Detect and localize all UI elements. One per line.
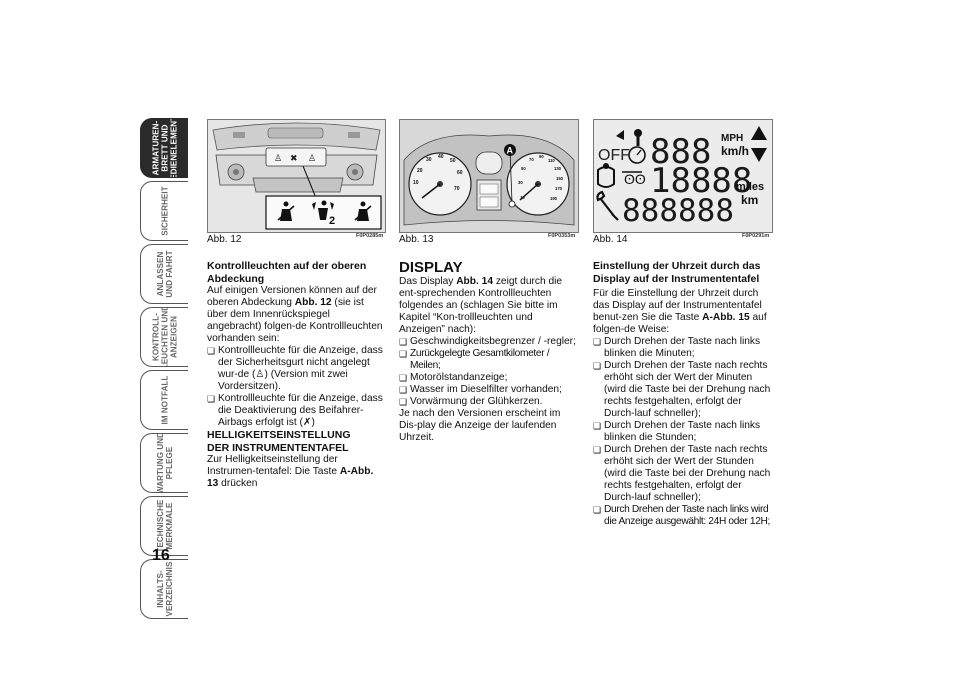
right-gauge-tick: 30 bbox=[518, 180, 523, 185]
off-label: OFF bbox=[598, 147, 630, 164]
svg-text:♙: ♙ bbox=[274, 153, 282, 163]
paragraph: Je nach den Versionen erscheint im Dis-p… bbox=[399, 408, 561, 443]
figure-13-instrument-cluster: 20 30 40 50 60 70 10 10 30 50 70 90 110 … bbox=[399, 119, 579, 233]
trip-digits: 888888 bbox=[622, 193, 734, 229]
figure-14-caption: Abb. 14 bbox=[593, 234, 628, 245]
tab-sicherheit[interactable]: SICHERHEIT bbox=[140, 181, 188, 241]
page-number: 16 bbox=[152, 547, 170, 564]
right-gauge-tick: 10 bbox=[520, 195, 525, 200]
figure-12-caption: Abb. 12 bbox=[207, 234, 242, 245]
left-gauge-tick: 10 bbox=[413, 180, 419, 186]
unit-kmh: km/h bbox=[721, 144, 749, 158]
tab-label: INHALTS- VERZEICHNIS bbox=[155, 561, 174, 617]
figure-14-code: F0P0291m bbox=[742, 233, 770, 239]
figure-14-display: OFF 888 MPH km/h ʘʘ 18888 miles km 88888… bbox=[593, 119, 773, 233]
tab-label: TECHNISCHE MERKMALE bbox=[155, 499, 174, 553]
section-heading: Einstellung der Uhrzeit durch das Displa… bbox=[593, 260, 761, 285]
column-kontrollleuchten: Kontrollleuchten auf der oberen Abdeckun… bbox=[207, 260, 387, 490]
list-item: Vorwärmung der Glühkerzen. bbox=[399, 396, 579, 408]
bullet-item: Kontrollleuchte für die Anzeige, dass de… bbox=[207, 345, 387, 393]
list-item: Durch Drehen der Taste nach links wird d… bbox=[593, 504, 773, 528]
right-gauge-tick: 70 bbox=[529, 157, 534, 162]
figure-12-code: F0P0285m bbox=[356, 233, 384, 239]
list-item: Durch Drehen der Taste nach links blinke… bbox=[593, 420, 773, 444]
tab-kontrollleuchten[interactable]: KONTROLL- LEUCHTEN UND ANZEIGEN bbox=[140, 307, 188, 367]
tab-label: KONTROLL- LEUCHTEN UND ANZEIGEN bbox=[151, 307, 178, 367]
left-gauge-tick: 60 bbox=[457, 170, 463, 176]
odometer-digits: 18888 bbox=[650, 161, 752, 201]
chapter-tab-column: ARMATUREN- BRETT UND BEDIENELEMENTE SICH… bbox=[140, 118, 188, 622]
section-heading: Kontrollleuchten auf der oberen Abdeckun… bbox=[207, 260, 367, 285]
figure-reference: Abb. 12 bbox=[294, 297, 332, 308]
seatbelt-icon: ♙ bbox=[255, 369, 265, 380]
svg-text:♙: ♙ bbox=[308, 153, 316, 163]
right-gauge-tick: 110 bbox=[548, 158, 555, 163]
unit-mph: MPH bbox=[721, 133, 743, 144]
glow-plug-icon: ʘʘ bbox=[624, 171, 646, 187]
tab-label: SICHERHEIT bbox=[160, 186, 169, 236]
svg-text:✖: ✖ bbox=[290, 153, 298, 163]
left-gauge-tick: 50 bbox=[450, 158, 456, 164]
figure-reference: Abb. 14 bbox=[456, 276, 493, 287]
tab-label: ARMATUREN- BRETT UND BEDIENELEMENTE bbox=[151, 118, 178, 178]
right-gauge-tick: 50 bbox=[521, 166, 526, 171]
section-heading: DISPLAY bbox=[399, 259, 463, 276]
right-gauge-tick: 90 bbox=[539, 154, 544, 159]
right-gauge-tick: 190 bbox=[550, 196, 558, 201]
bullet-item: Kontrollleuchte für die Anzeige, dass di… bbox=[207, 393, 387, 429]
airbag-icon-label: 2 bbox=[329, 215, 335, 227]
paragraph: Für die Einstellung der Uhrzeit durch da… bbox=[593, 288, 767, 335]
overhead-panel-drawing: ♙ ✖ ♙ 2 bbox=[208, 120, 385, 232]
column-display: DISPLAY Das Display Abb. 14 zeigt durch … bbox=[399, 260, 579, 444]
tab-label: ANLASSEN UND FAHRT bbox=[155, 250, 174, 298]
figure-13-caption: Abb. 13 bbox=[399, 234, 434, 245]
tab-anlassen[interactable]: ANLASSEN UND FAHRT bbox=[140, 244, 188, 304]
list-item: Geschwindigkeitsbegrenzer / -regler; bbox=[399, 336, 579, 348]
paragraph: Zur Helligkeitseinstellung der Instrumen… bbox=[207, 454, 374, 489]
figure-12-overhead-panel: ♙ ✖ ♙ 2 bbox=[207, 119, 386, 233]
figure-13-code: F0P0353m bbox=[548, 233, 576, 239]
list-item: Motorölstandanzeige; bbox=[399, 372, 579, 384]
tab-wartung[interactable]: WARTUNG UND PFLEGE bbox=[140, 433, 188, 493]
display-segments-drawing: OFF 888 MPH km/h ʘʘ 18888 miles km 88888… bbox=[594, 120, 772, 232]
list-item: Durch Drehen der Taste nach rechts erhöh… bbox=[593, 444, 773, 504]
column-uhrzeit: Einstellung der Uhrzeit durch das Displa… bbox=[593, 260, 773, 528]
right-gauge-tick: 130 bbox=[554, 166, 562, 171]
tab-label: IM NOTFALL bbox=[160, 375, 169, 425]
right-gauge-tick: 170 bbox=[555, 186, 563, 191]
left-gauge-tick: 40 bbox=[438, 154, 444, 160]
tab-label: WARTUNG UND PFLEGE bbox=[155, 433, 174, 493]
list-item: Durch Drehen der Taste nach links blinke… bbox=[593, 336, 773, 360]
figure-reference: A-Abb. 13 bbox=[207, 466, 374, 489]
tab-armaturenbrett[interactable]: ARMATUREN- BRETT UND BEDIENELEMENTE bbox=[140, 118, 188, 178]
tab-inhaltsverzeichnis[interactable]: INHALTS- VERZEICHNIS bbox=[140, 559, 188, 619]
left-gauge-tick: 20 bbox=[417, 168, 423, 174]
airbag-off-icon: ✗ bbox=[302, 417, 312, 428]
tab-technische-merkmale[interactable]: TECHNISCHE MERKMALE bbox=[140, 496, 188, 556]
left-gauge-tick: 30 bbox=[426, 157, 432, 163]
button-a-marker: A bbox=[507, 146, 514, 156]
left-gauge-tick: 70 bbox=[454, 186, 460, 192]
unit-miles: miles bbox=[736, 181, 764, 193]
unit-km: km bbox=[741, 193, 758, 207]
instrument-cluster-drawing: 20 30 40 50 60 70 10 10 30 50 70 90 110 … bbox=[400, 120, 578, 232]
paragraph: Auf einigen Versionen können auf der obe… bbox=[207, 285, 383, 344]
list-item: Zurückgelegte Gesamtkilometer / Meilen; bbox=[399, 348, 579, 372]
right-gauge-tick: 150 bbox=[556, 176, 564, 181]
list-item: Durch Drehen der Taste nach rechts erhöh… bbox=[593, 360, 773, 420]
figure-reference: A-Abb. 15 bbox=[702, 312, 750, 323]
speed-digits: 888 bbox=[650, 132, 711, 172]
list-item: Wasser im Dieselfilter vorhanden; bbox=[399, 384, 579, 396]
tab-im-notfall[interactable]: IM NOTFALL bbox=[140, 370, 188, 430]
paragraph: Das Display Abb. 14 zeigt durch die ent-… bbox=[399, 276, 563, 335]
